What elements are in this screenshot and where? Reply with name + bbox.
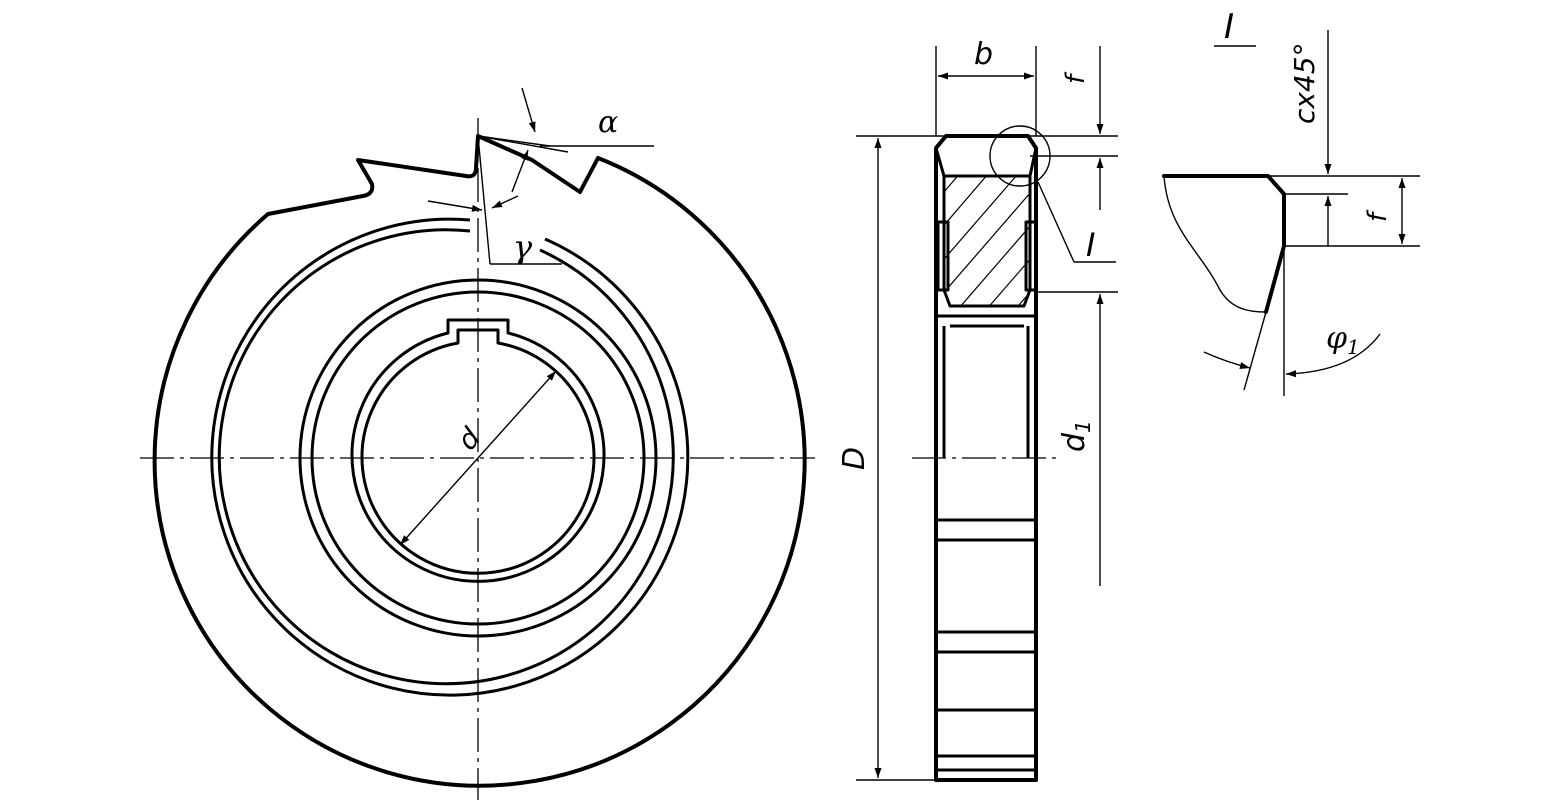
middle-ring-inner xyxy=(310,290,646,626)
phi-label: φ1 xyxy=(1326,321,1360,359)
alpha-arrow-top xyxy=(521,87,536,133)
f-label-top: f xyxy=(1061,71,1091,84)
phi-arc-right xyxy=(1285,333,1381,378)
chamfer-label: cx45° xyxy=(1288,42,1321,124)
bore-inner-edge xyxy=(360,328,596,575)
front-view: α γ d xyxy=(140,87,815,800)
bore-with-keyway xyxy=(350,318,606,583)
left-chamfer xyxy=(934,147,946,177)
detail-title: I xyxy=(1224,7,1234,47)
f-detail-label: f xyxy=(1363,209,1393,222)
detail-break-line xyxy=(1163,175,1267,313)
D-label: D xyxy=(837,447,872,470)
b-label: b xyxy=(974,37,993,72)
gamma-label: γ xyxy=(513,228,533,266)
alpha-arrow-bottom xyxy=(511,149,529,193)
cutter-outer-profile xyxy=(152,134,807,788)
bore-diameter-dimension xyxy=(399,370,557,546)
phi-extension-line xyxy=(1243,311,1267,391)
alpha-tangent-line xyxy=(477,135,551,147)
gamma-arrow-right xyxy=(491,195,519,209)
right-slot xyxy=(1024,220,1038,292)
outer-ring-outer xyxy=(210,217,690,697)
phi-arc-left xyxy=(1203,351,1251,369)
gamma-arrow-left xyxy=(427,200,483,212)
detail-ref-label: I xyxy=(1086,226,1095,264)
outer-ring-inner xyxy=(217,228,675,686)
rake-face-line xyxy=(477,135,491,265)
section-view: I b D f d1 xyxy=(837,37,1118,782)
bore-diameter-label: d xyxy=(451,421,488,456)
middle-ring-outer xyxy=(298,278,658,638)
detail-edge-profile xyxy=(1162,174,1286,314)
alpha-label: α xyxy=(598,105,618,140)
right-chamfer xyxy=(1028,147,1038,177)
d1-label: d1 xyxy=(1057,420,1095,452)
detail-leader xyxy=(1037,181,1075,263)
left-slot xyxy=(936,220,950,292)
detail-view: I cx45° f φ1 xyxy=(1162,7,1420,396)
